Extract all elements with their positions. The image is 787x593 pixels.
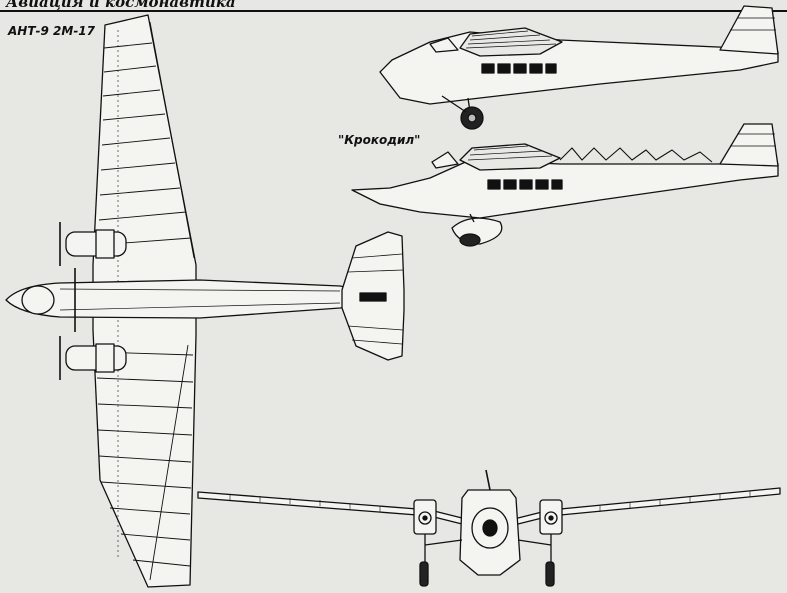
header-text: Авиация и космонавтика: [6, 0, 236, 11]
wing-ribs: [96, 42, 194, 567]
front-view: [197, 469, 781, 587]
page-header: Авиация и космонавтика: [0, 0, 787, 12]
side-view-krokodil: [351, 123, 779, 247]
model-label: АНТ-9 2М-17: [8, 24, 95, 38]
fuselage-top: [5, 279, 371, 319]
engine-nacelle-upper: [59, 222, 127, 266]
top-view: [5, 14, 405, 588]
engine-nacelle-lower: [59, 336, 127, 380]
side-view: [379, 5, 779, 130]
variant-label: "Крокодил": [338, 133, 421, 147]
nose-spinner: [21, 285, 55, 315]
